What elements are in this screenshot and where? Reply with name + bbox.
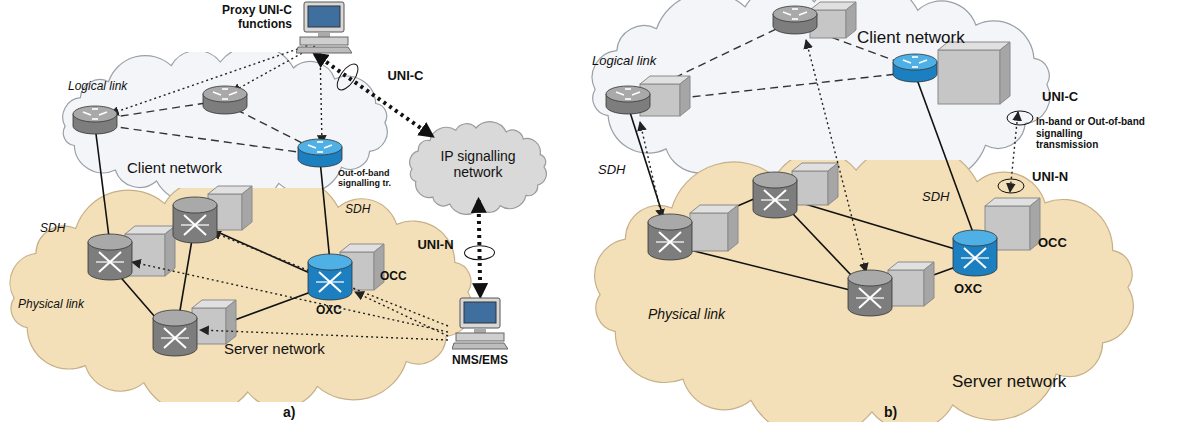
signalling-note: In-band or Out-of-band signalling transm… bbox=[1036, 116, 1146, 151]
link-label: Logical link bbox=[592, 54, 656, 69]
computer-node: NMS/EMS bbox=[438, 296, 524, 376]
cloud-outline bbox=[585, 0, 1057, 182]
interface-label: UNI-N bbox=[1032, 170, 1068, 185]
network-cloud: Client network bbox=[585, 0, 1057, 182]
link-label: Physical link bbox=[18, 298, 84, 312]
interface-ring bbox=[464, 246, 494, 261]
link-label: Physical link bbox=[648, 306, 725, 322]
equipment-box bbox=[125, 226, 175, 276]
equipment-label: OCC bbox=[1038, 236, 1067, 251]
oxc-symbol bbox=[753, 172, 797, 218]
interface-label: UNI-C bbox=[1042, 90, 1078, 105]
cloud-outline bbox=[4, 188, 478, 402]
network-cloud: IP signalling network bbox=[402, 118, 554, 218]
network-name: Client network bbox=[857, 28, 965, 48]
layer-label: SDH bbox=[922, 190, 949, 205]
layer-label: SDH bbox=[598, 163, 625, 178]
network-name: Server network bbox=[224, 340, 325, 357]
signalling-arrow bbox=[479, 200, 481, 296]
oxc-symbol bbox=[88, 234, 132, 280]
oxc-symbol bbox=[153, 310, 197, 356]
oxc-symbol bbox=[953, 230, 997, 276]
computer-icon bbox=[452, 296, 508, 351]
router-symbol bbox=[298, 139, 342, 167]
computer-label: Proxy UNI-C functions bbox=[196, 4, 292, 32]
equipment-box bbox=[792, 163, 838, 205]
panel-label: b) bbox=[884, 404, 897, 420]
equipment-label: OCC bbox=[380, 270, 407, 284]
equipment-label: OXC bbox=[954, 282, 982, 297]
panel-label: a) bbox=[283, 404, 295, 420]
link-label: Logical link bbox=[68, 80, 127, 94]
layer-label: SDH bbox=[40, 222, 65, 236]
network-cloud: Server network bbox=[590, 160, 1138, 422]
oxc-symbol bbox=[848, 270, 892, 316]
network-name: Server network bbox=[952, 372, 1066, 392]
equipment-box bbox=[690, 205, 738, 251]
router-symbol bbox=[606, 86, 650, 114]
router-symbol bbox=[893, 54, 937, 82]
oxc-symbol bbox=[173, 197, 217, 243]
oxc-symbol bbox=[648, 214, 692, 260]
equipment-label: OXC bbox=[316, 304, 342, 318]
router-symbol bbox=[773, 6, 817, 34]
network-name: Client network bbox=[127, 159, 222, 176]
layer-label: SDH bbox=[345, 203, 370, 217]
computer-label: NMS/EMS bbox=[438, 354, 522, 368]
computer-icon bbox=[296, 0, 352, 55]
network-cloud: Server network bbox=[4, 188, 478, 402]
computer-node: Proxy UNI-C functions bbox=[196, 0, 356, 54]
equipment-box bbox=[192, 300, 236, 344]
equipment-box bbox=[888, 262, 934, 306]
interface-label: UNI-N bbox=[417, 238, 453, 253]
oxc-symbol bbox=[308, 254, 352, 300]
router-symbol bbox=[73, 106, 117, 134]
router-symbol bbox=[203, 86, 247, 114]
equipment-box bbox=[938, 42, 1010, 104]
signalling-note: Out-of-band signalling tr. bbox=[338, 168, 404, 189]
network-name: IP signalling network bbox=[430, 148, 526, 180]
interface-label: UNI-C bbox=[387, 69, 423, 84]
